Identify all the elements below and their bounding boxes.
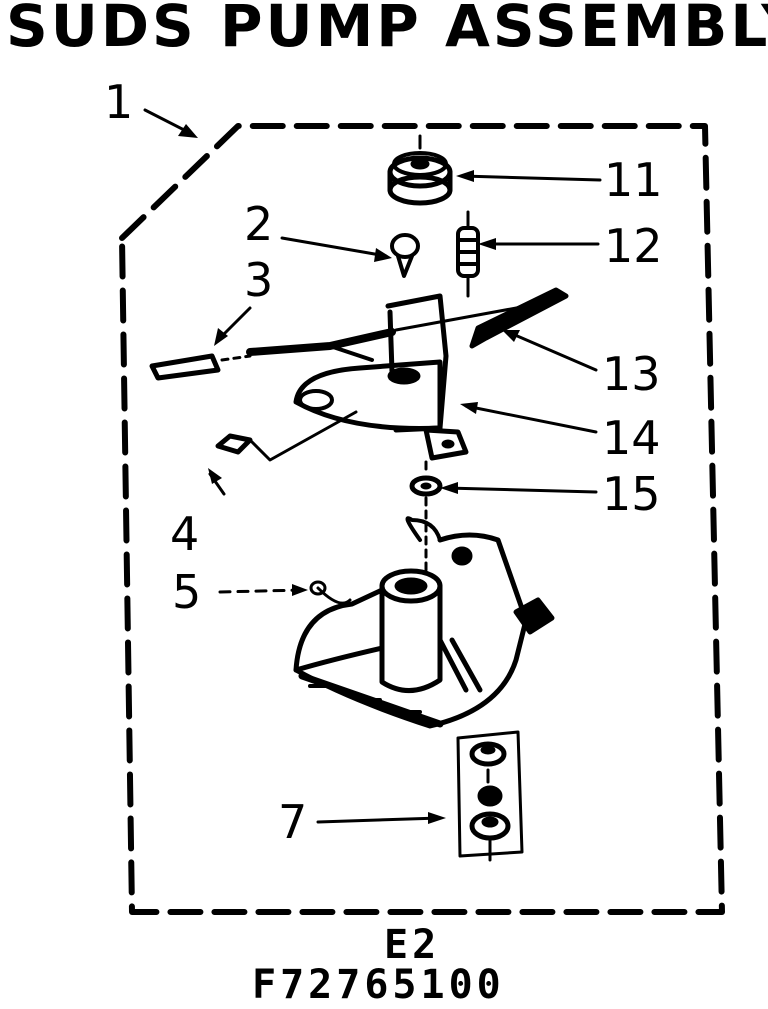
callout-2: 2 <box>244 197 273 251</box>
callout-13: 13 <box>602 347 661 401</box>
part-clip <box>215 410 358 462</box>
part-pump-housing <box>293 516 555 729</box>
callout-11: 11 <box>604 153 663 207</box>
part-fastener-kit <box>456 730 524 862</box>
callout-1: 1 <box>104 75 133 129</box>
page-code: E2 <box>384 922 441 968</box>
arrowheads <box>178 124 520 824</box>
figure-number: F72765100 <box>252 962 505 1008</box>
callout-14: 14 <box>602 411 661 465</box>
part-pad <box>149 353 221 381</box>
assembly-boundary <box>119 123 725 915</box>
part-pulley <box>387 134 453 206</box>
leader-lines <box>143 108 602 824</box>
part-washer <box>409 460 443 572</box>
callout-12: 12 <box>604 219 663 273</box>
callout-5: 5 <box>172 565 201 619</box>
part-knob <box>390 233 420 278</box>
part-ring <box>309 580 327 596</box>
diagram-title: SUDS PUMP ASSEMBLY <box>6 0 768 60</box>
callout-15: 15 <box>602 467 661 521</box>
callout-7: 7 <box>278 795 307 849</box>
part-spring <box>456 210 480 298</box>
callout-3: 3 <box>244 253 273 307</box>
callout-4: 4 <box>170 507 199 561</box>
part-bracket <box>246 293 562 461</box>
